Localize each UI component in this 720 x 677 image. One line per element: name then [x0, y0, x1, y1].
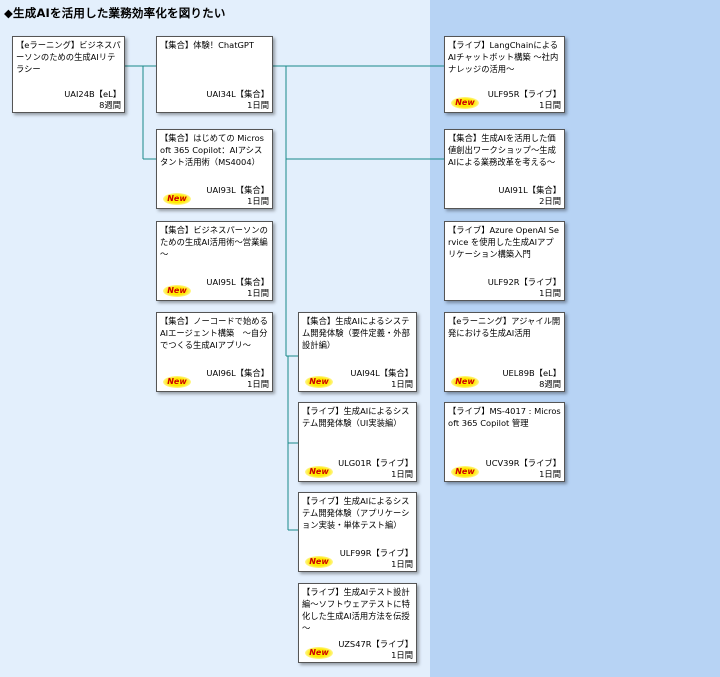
- course-code: ULF95R【ライブ】: [487, 89, 561, 99]
- course-duration: 1日間: [391, 650, 413, 660]
- course-card[interactable]: 【eラーニング】アジャイル開発における生成AI活用 New UEL89B【eL】…: [444, 312, 565, 392]
- new-badge: New: [163, 376, 191, 388]
- course-code: ULG01R【ライブ】: [338, 458, 413, 468]
- course-title: 【ライブ】生成AIによるシステム開発体験（アプリケーション実装・単体テスト編）: [302, 496, 410, 530]
- course-duration: 1日間: [391, 379, 413, 389]
- page-title: ◆生成AIを活用した業務効率化を図りたい: [4, 6, 226, 20]
- new-badge: New: [163, 193, 191, 205]
- course-code: UAI34L【集合】: [206, 89, 269, 99]
- course-card[interactable]: 【ライブ】Azure OpenAI Service を使用した生成AIアプリケー…: [444, 221, 565, 301]
- course-title: 【集合】はじめての Microsoft 365 Copilot：AIアシスタント…: [160, 133, 264, 167]
- course-duration: 2日間: [539, 196, 561, 206]
- course-duration: 1日間: [539, 288, 561, 298]
- course-title: 【eラーニング】ビジネスパーソンのための生成AIリテラシー: [16, 40, 121, 74]
- new-badge: New: [163, 285, 191, 297]
- course-card[interactable]: 【ライブ】MS-4017 : Microsoft 365 Copilot 管理 …: [444, 402, 565, 482]
- course-code: UAI94L【集合】: [350, 368, 413, 378]
- course-title: 【ライブ】Azure OpenAI Service を使用した生成AIアプリケー…: [448, 225, 560, 259]
- course-card[interactable]: 【ライブ】生成AIによるシステム開発体験（UI実装編） New ULG01R【ラ…: [298, 402, 417, 482]
- course-code: ULF99R【ライブ】: [339, 548, 413, 558]
- course-title: 【集合】生成AIを活用した価値創出ワークショップ～生成AIによる業務改革を考える…: [448, 133, 556, 167]
- course-duration: 1日間: [539, 100, 561, 110]
- course-title: 【ライブ】MS-4017 : Microsoft 365 Copilot 管理: [448, 406, 561, 428]
- new-badge: New: [305, 647, 333, 659]
- new-badge: New: [451, 376, 479, 388]
- course-card[interactable]: 【集合】体験！ChatGPT UAI34L【集合】 1日間: [156, 36, 273, 113]
- course-duration: 1日間: [247, 379, 269, 389]
- new-badge: New: [451, 97, 479, 109]
- course-title: 【集合】体験！ChatGPT: [160, 40, 254, 50]
- course-title: 【ライブ】生成AIテスト設計編～ソフトウェアテストに特化した生成AI活用方法を伝…: [302, 587, 410, 633]
- course-duration: 1日間: [391, 469, 413, 479]
- course-duration: 1日間: [247, 100, 269, 110]
- new-badge: New: [451, 466, 479, 478]
- course-code: UAI91L【集合】: [498, 185, 561, 195]
- course-duration: 8週間: [99, 100, 121, 110]
- course-code: UZS47R【ライブ】: [338, 639, 413, 649]
- new-badge: New: [305, 376, 333, 388]
- course-title: 【ライブ】生成AIによるシステム開発体験（UI実装編）: [302, 406, 410, 428]
- course-card[interactable]: 【集合】生成AIを活用した価値創出ワークショップ～生成AIによる業務改革を考える…: [444, 129, 565, 209]
- course-title: 【集合】ノーコードで始めるAIエージェント構築 ～自分でつくる生成AIアプリ～: [160, 316, 268, 350]
- course-duration: 1日間: [391, 559, 413, 569]
- course-title: 【eラーニング】アジャイル開発における生成AI活用: [448, 316, 561, 338]
- course-code: UCV39R【ライブ】: [485, 458, 561, 468]
- course-title: 【ライブ】LangChainによるAIチャットボット構築 ～社内ナレッジの活用～: [448, 40, 559, 74]
- course-title: 【集合】生成AIによるシステム開発体験（要件定義・外部設計編）: [302, 316, 410, 350]
- course-duration: 1日間: [247, 196, 269, 206]
- course-card[interactable]: 【ライブ】LangChainによるAIチャットボット構築 ～社内ナレッジの活用～…: [444, 36, 565, 113]
- course-card[interactable]: 【ライブ】生成AIによるシステム開発体験（アプリケーション実装・単体テスト編） …: [298, 492, 417, 572]
- course-code: UAI93L【集合】: [206, 185, 269, 195]
- course-code: UAI96L【集合】: [206, 368, 269, 378]
- course-duration: 1日間: [539, 469, 561, 479]
- course-card[interactable]: 【集合】ノーコードで始めるAIエージェント構築 ～自分でつくる生成AIアプリ～ …: [156, 312, 273, 392]
- course-code: UAI95L【集合】: [206, 277, 269, 287]
- course-card[interactable]: 【ライブ】生成AIテスト設計編～ソフトウェアテストに特化した生成AI活用方法を伝…: [298, 583, 417, 663]
- course-code: ULF92R【ライブ】: [487, 277, 561, 287]
- course-code: UAI24B【eL】: [64, 89, 121, 99]
- course-code: UEL89B【eL】: [502, 368, 561, 378]
- new-badge: New: [305, 466, 333, 478]
- course-duration: 8週間: [539, 379, 561, 389]
- course-card[interactable]: 【集合】生成AIによるシステム開発体験（要件定義・外部設計編） New UAI9…: [298, 312, 417, 392]
- course-card[interactable]: 【集合】はじめての Microsoft 365 Copilot：AIアシスタント…: [156, 129, 273, 209]
- course-card[interactable]: 【集合】ビジネスパーソンのための生成AI活用術～営業編～ New UAI95L【…: [156, 221, 273, 301]
- course-duration: 1日間: [247, 288, 269, 298]
- course-title: 【集合】ビジネスパーソンのための生成AI活用術～営業編～: [160, 225, 268, 259]
- new-badge: New: [305, 556, 333, 568]
- course-card[interactable]: 【eラーニング】ビジネスパーソンのための生成AIリテラシー UAI24B【eL】…: [12, 36, 125, 113]
